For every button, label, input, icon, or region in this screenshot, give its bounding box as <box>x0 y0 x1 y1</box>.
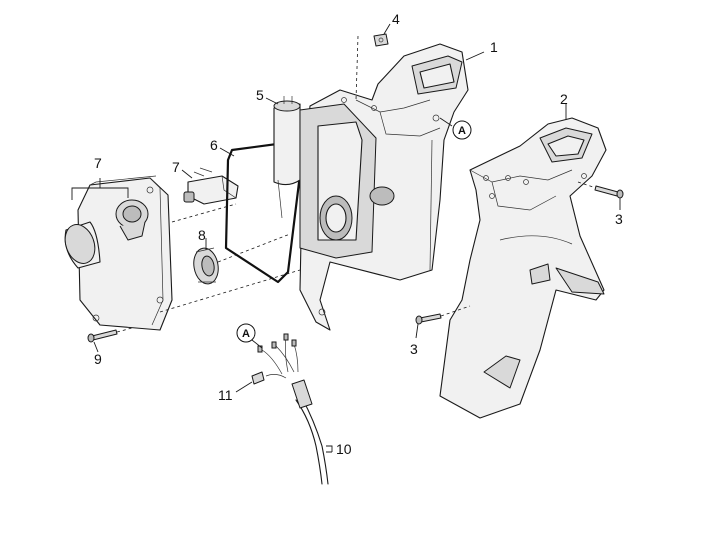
callout-11: 11 <box>218 387 233 403</box>
part-7-switch <box>183 167 239 205</box>
reference-mark-housing-label: A <box>458 125 466 137</box>
part-1-housing <box>299 43 469 331</box>
callout-3-upper: 3 <box>615 211 623 227</box>
callout-6: 6 <box>210 137 218 153</box>
callout-9: 9 <box>94 351 102 367</box>
assembly-guide-lines <box>159 203 301 313</box>
callout-leaders <box>93 23 621 453</box>
callout-numbers: 1 2 3 3 4 5 6 7 7 8 9 10 11 <box>94 11 623 457</box>
part-11-clip <box>251 371 265 385</box>
callout-4: 4 <box>392 11 400 27</box>
callout-10: 10 <box>336 441 352 457</box>
part-3-screw-upper <box>577 181 624 199</box>
callout-7-cover: 7 <box>94 155 102 171</box>
part-5-capacitor <box>273 96 301 219</box>
callout-8: 8 <box>198 227 206 243</box>
callout-3-lower: 3 <box>410 341 418 357</box>
part-7-callout-bracket <box>71 178 129 200</box>
part-2-rear-housing <box>439 117 607 419</box>
part-3-screw-lower <box>415 305 471 325</box>
part-4-nut <box>355 33 389 101</box>
part-9-screw <box>87 327 133 343</box>
reference-mark-cable: A <box>236 323 263 349</box>
reference-mark-cable-label: A <box>242 328 250 340</box>
part-8-seal-ring <box>193 247 219 285</box>
callout-7-switch: 7 <box>172 159 180 175</box>
part-10-cable <box>257 333 329 485</box>
reference-mark-housing: A <box>439 117 472 140</box>
callout-1: 1 <box>490 39 498 55</box>
part-7-front-cover <box>64 175 173 331</box>
callout-5: 5 <box>256 87 264 103</box>
callout-2: 2 <box>560 91 568 107</box>
